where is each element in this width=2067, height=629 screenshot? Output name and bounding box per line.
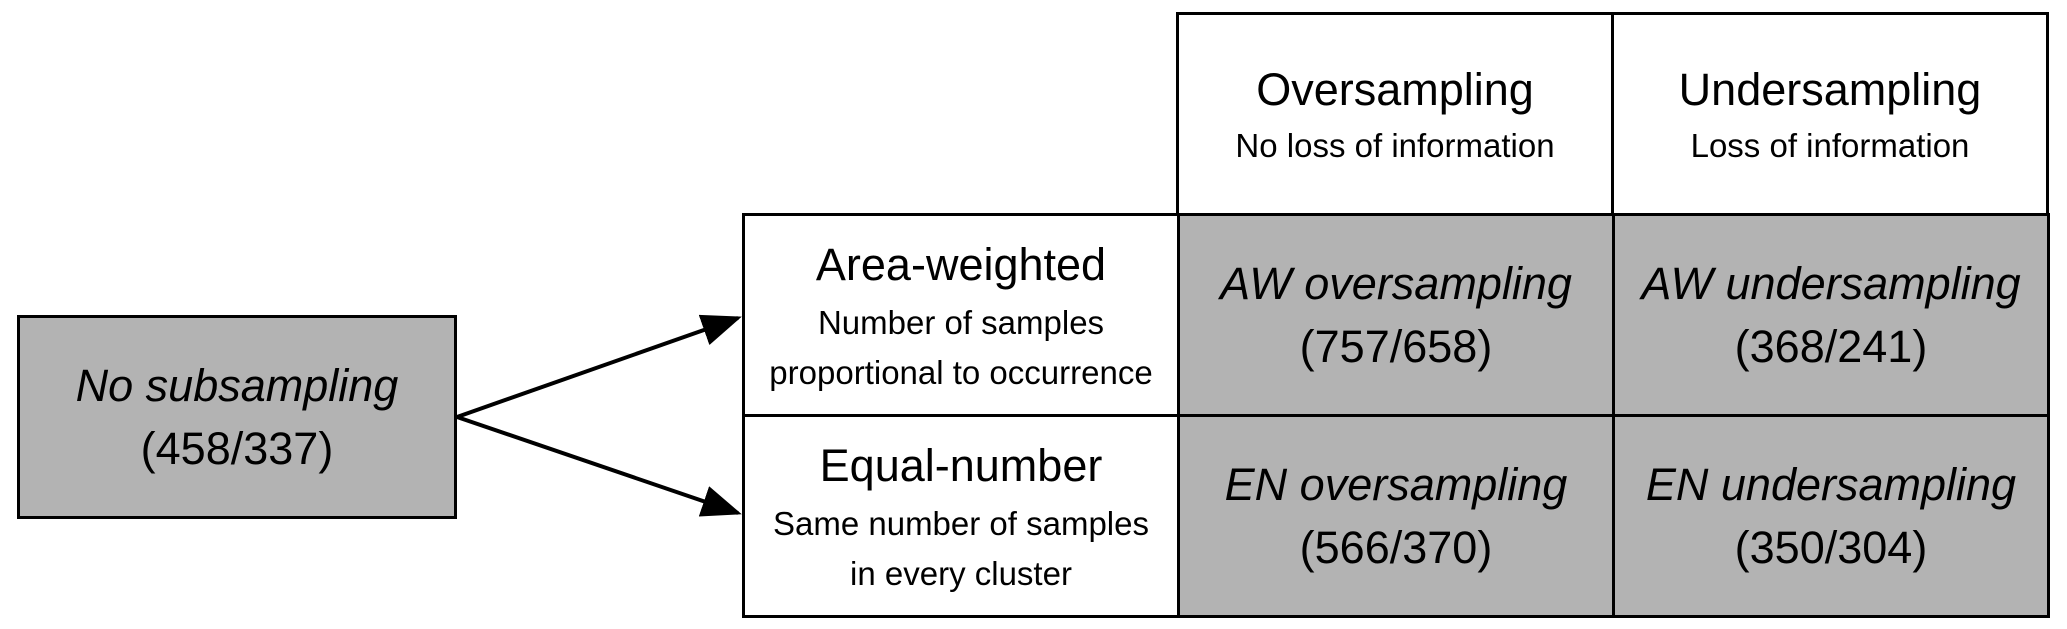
row-subtitle-equal-number-line2: in every cluster <box>850 554 1072 592</box>
cell-aw-undersampling: AW undersampling (368/241) <box>1612 213 2050 417</box>
column-header-undersampling: Undersampling Loss of information <box>1611 12 2049 216</box>
row-subtitle-equal-number-line1: Same number of samples <box>772 505 1149 542</box>
no-subsampling-counts: (458/337) <box>140 423 334 474</box>
cell-en-oversampling-title: EN oversampling <box>1224 459 1568 510</box>
column-title-undersampling: Undersampling <box>1678 63 1982 115</box>
row-title-area-weighted: Area-weighted <box>815 239 1107 290</box>
cell-aw-oversampling-title: AW oversampling <box>1220 258 1572 309</box>
column-title-oversampling: Oversampling <box>1256 63 1534 115</box>
arrow-to-area-weighted <box>456 314 742 419</box>
row-subtitle-area-weighted-line2: proportional to occurrence <box>769 353 1153 391</box>
cell-aw-undersampling-title: AW undersampling <box>1641 258 2021 309</box>
cell-en-undersampling-counts: (350/304) <box>1734 522 1928 573</box>
row-title-equal-number: Equal-number <box>819 440 1103 491</box>
cell-aw-oversampling: AW oversampling (757/658) <box>1177 213 1615 417</box>
cell-en-oversampling-counts: (566/370) <box>1299 522 1493 573</box>
cell-en-undersampling: EN undersampling (350/304) <box>1612 414 2050 618</box>
row-header-area-weighted: Area-weighted Number of samples proporti… <box>742 213 1180 417</box>
column-subtitle-oversampling: No loss of information <box>1235 126 1555 164</box>
cell-en-undersampling-title: EN undersampling <box>1645 459 2017 510</box>
column-subtitle-undersampling: Loss of information <box>1690 126 1970 164</box>
arrow-to-equal-number <box>456 415 742 517</box>
no-subsampling-box: No subsampling (458/337) <box>17 315 457 519</box>
column-header-oversampling: Oversampling No loss of information <box>1176 12 1614 216</box>
cell-en-oversampling: EN oversampling (566/370) <box>1177 414 1615 618</box>
cell-aw-undersampling-counts: (368/241) <box>1734 321 1928 372</box>
row-header-equal-number: Equal-number Same number of samples in e… <box>742 414 1180 618</box>
no-subsampling-title: No subsampling <box>75 360 399 411</box>
row-subtitle-area-weighted-line1: Number of samples <box>817 304 1105 341</box>
cell-aw-oversampling-counts: (757/658) <box>1299 321 1493 372</box>
